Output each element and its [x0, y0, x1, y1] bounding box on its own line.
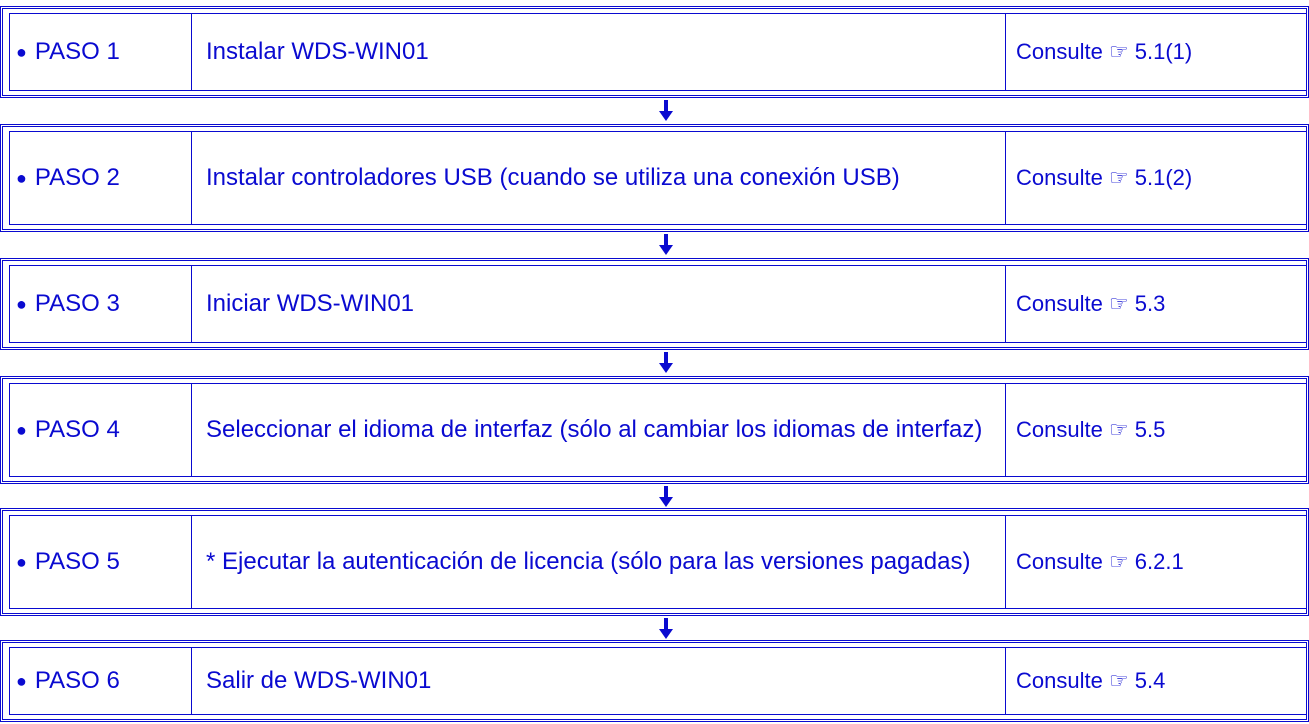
bullet-icon: ● — [16, 42, 27, 62]
step-4-action: Seleccionar el idioma de interfaz (sólo … — [192, 384, 1006, 476]
step-6-box: ● PASO 6 Salir de WDS-WIN01 Consulte ☞ 5… — [0, 640, 1309, 722]
arrow-down-icon — [658, 486, 674, 508]
step-6-reference: Consulte ☞ 5.4 — [1016, 668, 1166, 693]
step-4-reference: Consulte ☞ 5.5 — [1016, 417, 1166, 442]
step-5-action: * Ejecutar la autenticación de licencia … — [192, 516, 1006, 608]
arrow-down-icon — [658, 100, 674, 122]
step-6-action: Salir de WDS-WIN01 — [192, 648, 1006, 714]
step-3-box: ● PASO 3 Iniciar WDS-WIN01 Consulte ☞ 5.… — [0, 258, 1309, 350]
bullet-icon: ● — [16, 552, 27, 572]
step-4-box: ● PASO 4 Seleccionar el idioma de interf… — [0, 376, 1309, 484]
step-2-box: ● PASO 2 Instalar controladores USB (cua… — [0, 124, 1309, 232]
step-3-action: Iniciar WDS-WIN01 — [192, 266, 1006, 342]
step-1-box: ● PASO 1 Instalar WDS-WIN01 Consulte ☞ 5… — [0, 6, 1309, 98]
step-5-reference: Consulte ☞ 6.2.1 — [1016, 549, 1184, 574]
step-2-reference: Consulte ☞ 5.1(2) — [1016, 165, 1193, 190]
arrow-down-icon — [658, 618, 674, 640]
step-label-text: PASO 4 — [34, 416, 120, 443]
arrow-down-icon — [658, 352, 674, 374]
step-4-label: ● PASO 4 — [10, 384, 192, 476]
step-3-reference: Consulte ☞ 5.3 — [1016, 291, 1166, 316]
step-1-reference: Consulte ☞ 5.1(1) — [1016, 39, 1193, 64]
step-label-text: PASO 5 — [34, 548, 120, 575]
step-1-action: Instalar WDS-WIN01 — [192, 14, 1006, 90]
step-3-label: ● PASO 3 — [10, 266, 192, 342]
arrow-down-icon — [658, 234, 674, 256]
bullet-icon: ● — [16, 168, 27, 188]
step-2-action: Instalar controladores USB (cuando se ut… — [192, 132, 1006, 224]
step-5-box: ● PASO 5 * Ejecutar la autenticación de … — [0, 508, 1309, 616]
step-label-text: PASO 3 — [34, 290, 120, 317]
bullet-icon: ● — [16, 294, 27, 314]
step-label-text: PASO 1 — [34, 38, 120, 65]
step-label-text: PASO 6 — [34, 667, 120, 694]
step-6-label: ● PASO 6 — [10, 648, 192, 714]
bullet-icon: ● — [16, 420, 27, 440]
step-label-text: PASO 2 — [34, 164, 120, 191]
step-2-label: ● PASO 2 — [10, 132, 192, 224]
step-5-label: ● PASO 5 — [10, 516, 192, 608]
step-1-label: ● PASO 1 — [10, 14, 192, 90]
bullet-icon: ● — [16, 671, 27, 691]
